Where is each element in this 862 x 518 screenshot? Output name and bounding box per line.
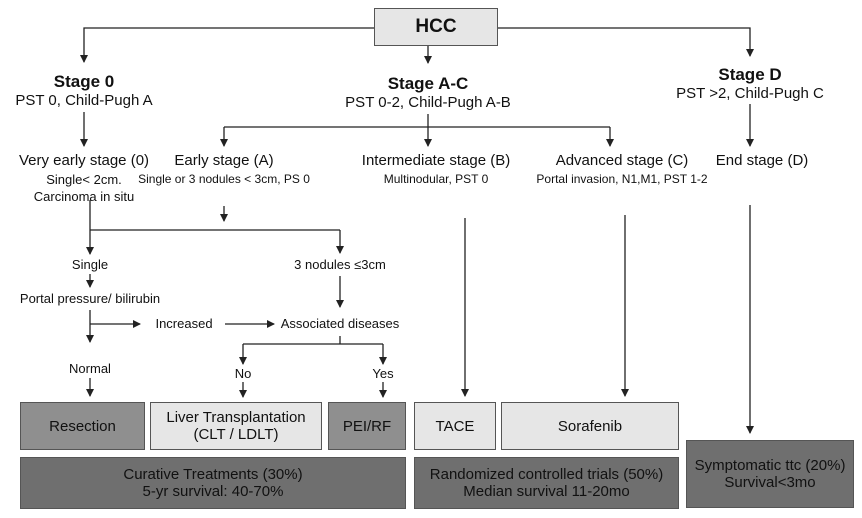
intermediate-title: Intermediate stage (B) <box>361 152 511 169</box>
liver-transplant-sub: (CLT / LDLT) <box>193 426 279 443</box>
resection-label: Resection <box>49 417 116 435</box>
associated-diseases-label: Associated diseases <box>280 316 400 331</box>
hcc-root-label: HCC <box>415 16 457 37</box>
stage0-title: Stage 0 <box>53 72 115 91</box>
sorafenib-label: Sorafenib <box>557 417 623 435</box>
staged-sub: PST >2, Child-Pugh C <box>676 85 824 102</box>
early-title: Early stage (A) <box>174 152 274 169</box>
liver-transplant-label: Liver Transplantation <box>166 409 306 426</box>
stageac-title: Stage A-C <box>387 74 469 93</box>
portal-pressure-label: Portal pressure/ bilirubin <box>19 291 161 306</box>
advanced-title: Advanced stage (C) <box>555 152 689 169</box>
very-early-title: Very early stage (0) <box>18 152 150 169</box>
curative-outcome-box: Curative Treatments (30%) 5-yr survival:… <box>20 457 406 509</box>
tace-label: TACE <box>435 417 475 435</box>
very-early-line1: Single< 2cm. <box>46 172 122 187</box>
normal-label: Normal <box>69 361 111 376</box>
advanced-line1: Portal invasion, N1,M1, PST 1-2 <box>536 172 708 186</box>
staged-title: Stage D <box>718 65 782 84</box>
increased-label: Increased <box>155 316 213 331</box>
intermediate-line1: Multinodular, PST 0 <box>383 172 489 186</box>
connector-hcc-stage0 <box>80 27 374 63</box>
rct-outcome-line2: Median survival 11-20mo <box>463 483 630 500</box>
three-nodules-label: 3 nodules ≤3cm <box>294 257 386 272</box>
resection-box: Resection <box>20 402 145 450</box>
pei-rf-label: PEI/RF <box>342 417 392 435</box>
liver-transplant-box: Liver Transplantation (CLT / LDLT) <box>150 402 322 450</box>
hcc-root-box: HCC <box>374 8 498 46</box>
sorafenib-box: Sorafenib <box>501 402 679 450</box>
very-early-line2: Carcinoma in situ <box>33 189 135 204</box>
end-stage-title: End stage (D) <box>715 152 809 169</box>
symptomatic-outcome-box: Symptomatic ttc (20%) Survival<3mo <box>686 440 854 508</box>
yes-label: Yes <box>372 366 394 381</box>
stageac-sub: PST 0-2, Child-Pugh A-B <box>345 94 511 111</box>
no-label: No <box>234 366 252 381</box>
rct-outcome-line1: Randomized controlled trials (50%) <box>429 466 664 483</box>
single-label: Single <box>71 257 109 272</box>
pei-rf-box: PEI/RF <box>328 402 406 450</box>
rct-outcome-box: Randomized controlled trials (50%) Media… <box>414 457 679 509</box>
connector-hcc-staged <box>498 27 754 57</box>
symptomatic-outcome-line1: Symptomatic ttc (20%) <box>694 457 846 474</box>
early-line1: Single or 3 nodules < 3cm, PS 0 <box>138 172 310 186</box>
stage0-sub: PST 0, Child-Pugh A <box>15 92 153 109</box>
tace-box: TACE <box>414 402 496 450</box>
curative-outcome-line2: 5-yr survival: 40-70% <box>142 483 284 500</box>
curative-outcome-line1: Curative Treatments (30%) <box>123 466 303 483</box>
symptomatic-outcome-line2: Survival<3mo <box>724 474 816 491</box>
